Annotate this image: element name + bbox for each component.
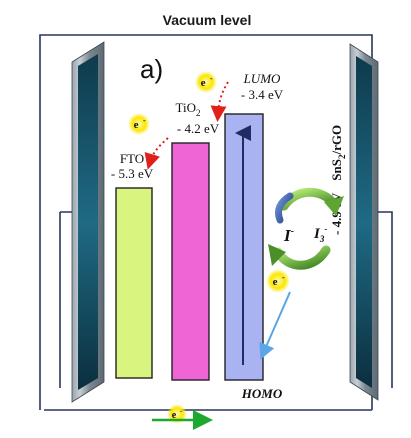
lumo-energy: - 3.4 eV [241, 87, 284, 102]
tio2-band [171, 142, 210, 381]
iodide-label: I- [283, 226, 294, 245]
tio2-label-sub: 2 [196, 108, 201, 118]
triiodide-charge: - [324, 224, 327, 234]
svg-text:-: - [282, 273, 285, 282]
electron-icon: e - [195, 71, 217, 93]
counter-electrode-label: - 4.9 eVSnS2/rGO [329, 125, 347, 235]
lumo-to-tio2-arrow [210, 81, 229, 122]
svg-text:-: - [180, 407, 183, 415]
ce-name-sub: 2 [337, 154, 347, 159]
vacuum-level-label: Vacuum level [163, 12, 252, 28]
triiodide-label: I3- [313, 224, 327, 244]
iodide-symbol: I [283, 226, 292, 245]
electron-icon: e - [128, 113, 150, 135]
svg-text:e: e [273, 276, 278, 288]
fto-band [115, 187, 153, 379]
lumo-label: LUMO [243, 71, 281, 86]
iodide-charge: - [291, 226, 294, 237]
redox-cycle-icon [268, 187, 344, 270]
svg-text:e: e [134, 119, 139, 131]
left-glass-electrode [71, 41, 105, 403]
tio2-energy: - 4.2 eV [177, 121, 220, 136]
ce-name-b: /rGO [329, 125, 344, 156]
homo-label: HOMO [241, 386, 283, 401]
svg-text:e: e [172, 410, 177, 421]
left-wire [59, 211, 72, 388]
svg-text:-: - [210, 74, 213, 83]
right-glass-electrode [349, 43, 379, 401]
triiodide-sub: 3 [319, 234, 325, 244]
tio2-label: TiO2 [176, 100, 201, 118]
frame-bottom [39, 405, 372, 411]
svg-text:e: e [201, 77, 206, 89]
panel-label: a) [140, 54, 163, 84]
tio2-to-fto-arrow [144, 137, 169, 170]
electron-icon: e - [266, 269, 290, 293]
fto-label: FTO [120, 151, 144, 166]
fto-energy: - 5.3 eV [111, 166, 154, 181]
right-wire [378, 211, 393, 388]
ce-name-a: SnS [329, 159, 344, 181]
svg-text:-: - [143, 116, 146, 125]
triiodide-symbol: I [313, 226, 321, 242]
tio2-label-base: TiO [176, 100, 196, 115]
regeneration-arrow [259, 291, 291, 360]
